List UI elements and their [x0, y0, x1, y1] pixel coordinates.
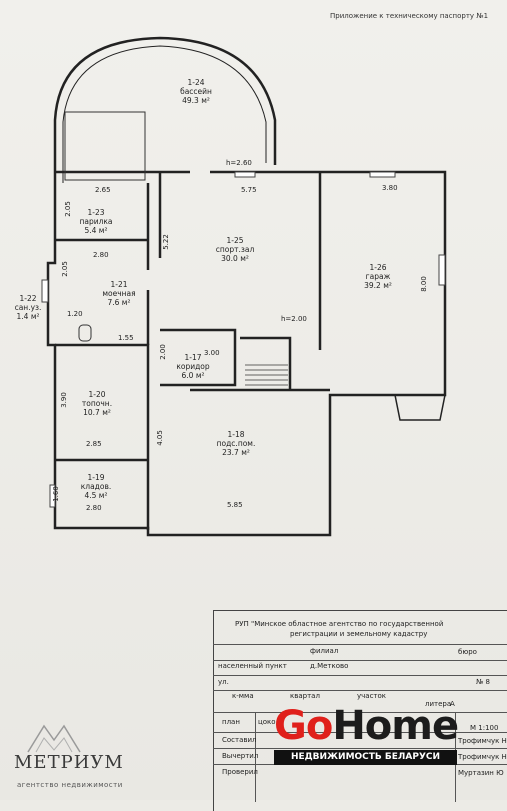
room-1-20: 1-20 топочн. 10.7 м² [81, 390, 113, 417]
room-1-17: 1-17 коридор 6.0 м² [176, 353, 210, 380]
dim-280b: 2.80 [86, 504, 102, 512]
drawn-label: Вычертил [222, 752, 259, 760]
settlement-value: д.Метково [310, 662, 349, 670]
block-label: квартал [290, 692, 320, 700]
attachment-note: Приложение к техническому паспорту №1 [330, 12, 489, 20]
dim-522: 5.22 [161, 234, 170, 250]
plan-label: план [222, 718, 240, 726]
title-block [213, 610, 507, 811]
dim-120: 1.20 [67, 310, 83, 318]
dim-800: 8.00 [419, 276, 428, 292]
room-1-18: 1-18 подс.пом. 23.7 м² [216, 430, 256, 457]
dim-575: 5.75 [241, 186, 257, 194]
settlement-label: населенный пункт [218, 662, 287, 670]
dim-300: 3.00 [204, 349, 220, 357]
street-label: ул. [218, 678, 229, 686]
toilet [78, 324, 92, 342]
room-1-24: 1-24 бассейн 49.3 м² [180, 78, 212, 105]
floor-label: цоко [258, 718, 276, 726]
person-1: Трофимчук Н [458, 737, 507, 745]
dim-160: 1.60 [51, 486, 60, 502]
letter-value: А [450, 700, 455, 708]
room-1-22: 1-22 сан.уз. 1.4 м² [14, 294, 42, 321]
org-line2: регистрации и земельному кадастру [290, 630, 428, 638]
windows [41, 171, 446, 508]
scale: М 1:100 [470, 724, 499, 732]
metrium-logo-icon [27, 724, 81, 753]
gohome-tagline: НЕДВИЖИМОСТЬ БЕЛАРУСИ [274, 750, 457, 765]
pool-inner-wall [62, 45, 267, 183]
stairs [245, 364, 288, 386]
room-1-25: 1-25 спорт.зал 30.0 м² [215, 236, 255, 263]
dim-265: 2.65 [95, 186, 111, 194]
filial-label: филиал [310, 647, 339, 655]
room-1-21: 1-21 моечная 7.6 м² [102, 280, 136, 307]
composed-label: Составил [222, 736, 257, 744]
wall-a [146, 172, 162, 270]
plot-label: участок [357, 692, 387, 700]
dim-585: 5.85 [227, 501, 243, 509]
house-number: № 8 [476, 678, 490, 686]
org-line1: РУП "Минское областное агентство по госу… [235, 620, 444, 628]
apt-label: к-мма [232, 692, 254, 700]
dim-200: 2.00 [158, 344, 167, 360]
dim-205a: 2.05 [63, 201, 72, 217]
garage-bay [394, 394, 446, 421]
dim-h260: h=2.60 [226, 159, 252, 167]
wall-c [55, 343, 150, 530]
room-1-26: 1-26 гараж 39.2 м² [364, 263, 392, 290]
metrium-name: МЕТРИУМ [14, 752, 124, 773]
buro-label: бюро [458, 648, 477, 656]
dim-390: 3.90 [59, 392, 68, 408]
metrium-subtitle: агентство недвижимости [17, 781, 123, 789]
person-3: Муртазин Ю [458, 769, 504, 777]
stair-wall [240, 336, 292, 390]
dim-h200: h=2.00 [281, 315, 307, 323]
person-2: Трофимчук Н [458, 753, 507, 761]
room-1-19: 1-19 кладов. 4.5 м² [80, 473, 112, 500]
dim-405: 4.05 [155, 430, 164, 446]
dim-285: 2.85 [86, 440, 102, 448]
checked-label: Проверил [222, 768, 258, 776]
dim-280a: 2.80 [93, 251, 109, 259]
room-number: 1-24 [187, 78, 205, 87]
room-1-23: 1-23 парилка 5.4 м² [79, 208, 113, 235]
letter-label: литера [425, 700, 452, 708]
room-area: 49.3 м² [182, 96, 210, 105]
corridor-wall [160, 328, 237, 387]
dim-155: 1.55 [118, 334, 134, 342]
dim-205b: 2.05 [60, 261, 69, 277]
pool-basin [64, 111, 146, 181]
dim-380: 3.80 [382, 184, 398, 192]
gohome-logo: GoHome [274, 703, 459, 749]
room-name: бассейн [180, 87, 212, 96]
pool-wall [53, 36, 277, 183]
